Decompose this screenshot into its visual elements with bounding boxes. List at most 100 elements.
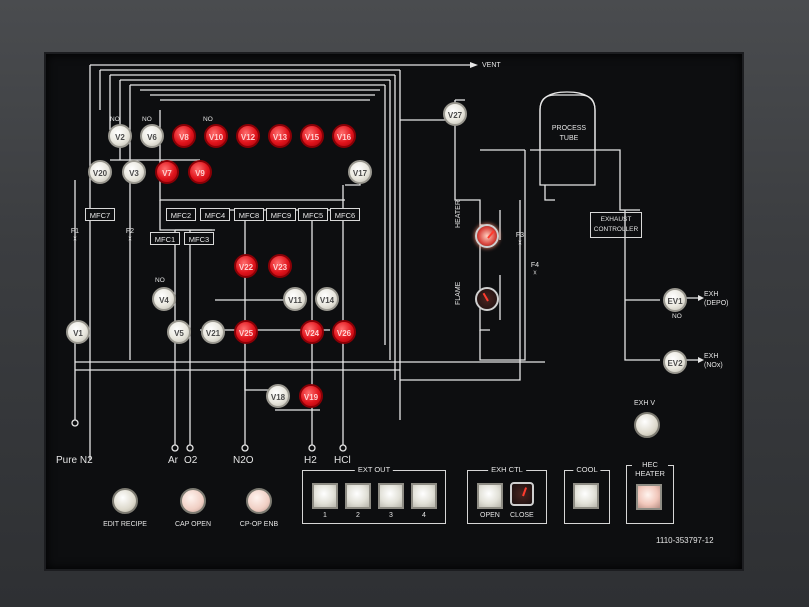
filter-f3: F3☓ [515,232,525,247]
valve-v19[interactable]: V19 [299,384,323,408]
hec-heater-group: HEC HEATER [626,460,674,524]
valve-v1[interactable]: V1 [66,320,90,344]
exh-nox-label: EXH (NOx) [704,353,723,369]
exh-depo-label: EXH (DEPO) [704,291,729,307]
exhaust-controller-label: EXHAUST CONTROLLER [593,216,639,233]
ext-out-button-4[interactable] [411,483,437,509]
valve-v11[interactable]: V11 [283,287,307,311]
exh-ctl-group: EXH CTL [467,465,547,524]
valve-v27[interactable]: V27 [443,102,467,126]
valve-v21[interactable]: V21 [201,320,225,344]
filter-f2-label: F2 [125,228,135,235]
no-label-v2: NO [110,116,120,123]
ext-out-group: EXT OUT [302,465,446,524]
inlet-ar: Ar [168,455,178,466]
mfc4: MFC4 [200,208,230,221]
edit-recipe-button[interactable] [112,488,138,514]
valve-ev1[interactable]: EV1 [663,288,687,312]
heater-needle [487,230,495,239]
ext-out-label-3: 3 [389,512,393,519]
filter-f1: F1☓ [70,228,80,243]
inlet-o2: O2 [184,455,198,466]
valve-v7[interactable]: V7 [155,160,179,184]
valve-v4[interactable]: V4 [152,287,176,311]
inlet-pure-n2: Pure N2 [56,455,93,466]
filter-f4: F4☓ [530,262,540,277]
valve-v24[interactable]: V24 [300,320,324,344]
exh-ctl-open-label: OPEN [480,512,500,519]
no-label-v4: NO [155,277,165,284]
valve-v23[interactable]: V23 [268,254,292,278]
valve-v8[interactable]: V8 [172,124,196,148]
filter-f3-label: F3 [515,232,525,239]
exh-ctl-open-button[interactable] [477,483,503,509]
ext-out-button-2[interactable] [345,483,371,509]
inlet-hcl: HCl [334,455,351,466]
edit-recipe-label: EDIT RECIPE [103,521,147,528]
filter-f1-label: F1 [70,228,80,235]
valve-v16[interactable]: V16 [332,124,356,148]
hec-heater-button[interactable] [636,484,662,510]
valve-v10[interactable]: V10 [204,124,228,148]
valve-v25[interactable]: V25 [234,320,258,344]
valve-v14[interactable]: V14 [315,287,339,311]
mfc8: MFC8 [234,208,264,221]
process-tube-label: PROCESS TUBE [551,125,587,142]
mfc2: MFC2 [166,208,196,221]
filter-f2: F2☓ [125,228,135,243]
valve-v6[interactable]: V6 [140,124,164,148]
cool-title: COOL [573,465,601,474]
valve-v17[interactable]: V17 [348,160,372,184]
cap-open-label: CAP OPEN [174,521,212,528]
heater-indicator [475,224,499,248]
mfc9: MFC9 [266,208,296,221]
mfc7: MFC7 [85,208,115,221]
cp-op-enb-button[interactable] [246,488,272,514]
inlet-h2: H2 [304,455,317,466]
ext-out-label-1: 1 [323,512,327,519]
ext-out-button-3[interactable] [378,483,404,509]
no-label-v6: NO [142,116,152,123]
valve-v3[interactable]: V3 [122,160,146,184]
valve-v5[interactable]: V5 [167,320,191,344]
valve-v15[interactable]: V15 [300,124,324,148]
ext-out-button-1[interactable] [312,483,338,509]
flame-label: FLAME [455,281,462,305]
mfc3: MFC3 [184,232,214,245]
mfc6: MFC6 [330,208,360,221]
no-label-ev1: NO [672,313,682,320]
valve-v9[interactable]: V9 [188,160,212,184]
mfc1: MFC1 [150,232,180,245]
valve-ev2[interactable]: EV2 [663,350,687,374]
valve-v12[interactable]: V12 [236,124,260,148]
ext-out-title: EXT OUT [354,465,394,474]
valve-v18[interactable]: V18 [266,384,290,408]
valve-v13[interactable]: V13 [268,124,292,148]
filter-f4-label: F4 [530,262,540,269]
valve-v2[interactable]: V2 [108,124,132,148]
ext-out-label-4: 4 [422,512,426,519]
vent-label: VENT [482,62,501,69]
hec-heater-title: HEC HEATER [632,460,668,478]
cool-button[interactable] [573,483,599,509]
heater-label: HEATER [455,200,462,228]
exh-ctl-close-needle [522,487,528,497]
flame-indicator [475,287,499,311]
exh-v-label: EXH V [634,400,656,407]
no-label-v10: NO [203,116,213,123]
inlet-n2o: N2O [233,455,254,466]
exh-v-button[interactable] [634,412,660,438]
exh-ctl-close-label: CLOSE [510,512,534,519]
mfc5: MFC5 [298,208,328,221]
flame-needle [482,292,489,302]
cool-group: COOL [564,465,610,524]
valve-v26[interactable]: V26 [332,320,356,344]
exh-ctl-close-indicator[interactable] [510,482,534,506]
valve-v22[interactable]: V22 [234,254,258,278]
cp-op-enb-label: CP-OP ENB [239,521,279,528]
exhaust-controller-box: EXHAUST CONTROLLER [590,212,642,238]
part-number: 1110-353797-12 [656,536,714,545]
valve-v20[interactable]: V20 [88,160,112,184]
cap-open-button[interactable] [180,488,206,514]
